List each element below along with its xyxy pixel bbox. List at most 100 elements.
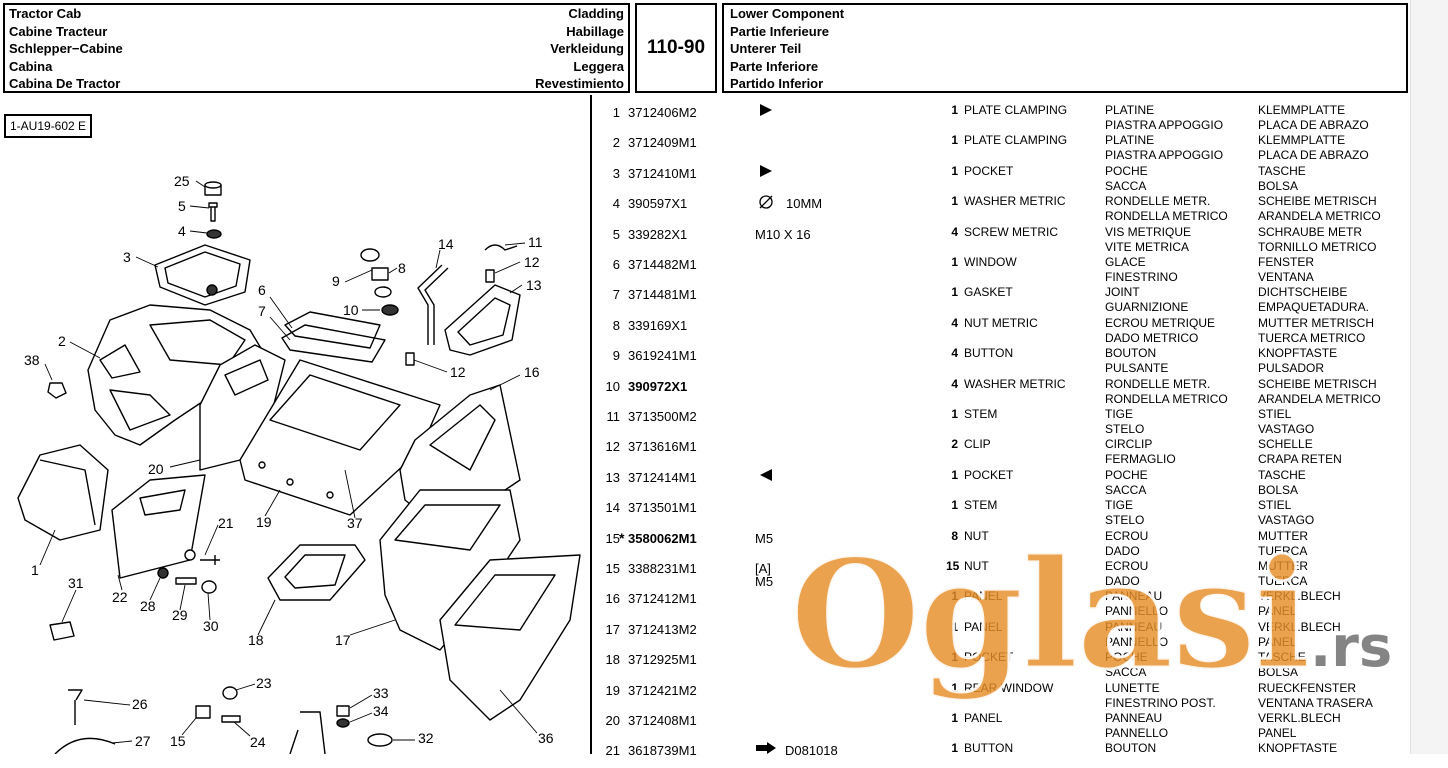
- callout-number: 30: [203, 618, 219, 634]
- diameter-icon: [758, 194, 774, 214]
- diagram-reference: 1-AU19-602 E: [4, 114, 93, 138]
- header-category: Revestimiento: [535, 76, 624, 92]
- callout-number: 38: [24, 352, 40, 368]
- description-en: GASKET: [964, 285, 1013, 300]
- part-number: 3712414M1: [628, 469, 697, 485]
- callout-number: 4: [178, 223, 186, 239]
- description-en: STEM: [964, 498, 998, 513]
- item-number: 21: [605, 743, 620, 759]
- description-es: PANEL: [1258, 726, 1297, 740]
- item-number: 5: [612, 226, 620, 242]
- description-fr: BOUTON: [1105, 346, 1157, 361]
- description-it: PANNELLO: [1105, 604, 1169, 619]
- description-es: TORNILLO METRICO: [1258, 239, 1377, 254]
- callout-number: 15: [170, 733, 186, 749]
- quantity: 1: [951, 255, 958, 269]
- description-de: VERKL.BLECH: [1258, 589, 1341, 604]
- part-number: 3712925M1: [628, 652, 697, 668]
- callout-number: 6: [258, 282, 266, 298]
- callout-number: 1: [31, 562, 39, 578]
- quantity: 8: [951, 528, 958, 543]
- callout-number: 13: [526, 277, 542, 293]
- callout-number: 14: [438, 236, 454, 252]
- callout-number: 37: [347, 515, 363, 531]
- item-number: 17: [605, 621, 620, 637]
- item-number: 19: [605, 682, 620, 698]
- description-fr: VIS METRIQUE: [1105, 224, 1192, 239]
- callout-number: 28: [140, 598, 156, 614]
- description-en: PLATE CLAMPING: [964, 133, 1068, 148]
- part-number: 390972X1: [628, 378, 688, 394]
- quantity: 1: [951, 619, 958, 634]
- description-it: RONDELLA METRICO: [1105, 209, 1228, 224]
- description-en: PANEL: [964, 619, 1003, 634]
- quantity: 1: [951, 711, 958, 725]
- description-es: VENTANA: [1258, 270, 1314, 284]
- item-number: 1: [612, 105, 620, 120]
- item-number: 12: [605, 439, 620, 455]
- description-it: SACCA: [1105, 665, 1147, 680]
- item-number: 7: [612, 287, 620, 303]
- description-fr: POCHE: [1105, 163, 1148, 178]
- callout-number: 17: [335, 632, 351, 648]
- item-number: 3: [612, 165, 620, 181]
- description-en: POCKET: [964, 163, 1014, 178]
- description-fr: POCHE: [1105, 650, 1148, 665]
- description-en: NUT: [964, 528, 989, 543]
- callout-number: 19: [256, 514, 272, 530]
- description-en: PANEL: [964, 589, 1003, 604]
- scrollbar[interactable]: [1410, 0, 1448, 754]
- item-number: 13: [605, 469, 620, 485]
- description-it: STELO: [1105, 513, 1145, 528]
- quantity: 4: [951, 346, 958, 361]
- header-component: Partie Inferieure: [730, 23, 829, 39]
- part-number: 3713616M1: [628, 439, 697, 455]
- part-number: 339282X1: [628, 226, 688, 242]
- description-de: MUTTER METRISCH: [1258, 315, 1374, 330]
- callout-number: 27: [135, 733, 151, 749]
- header-category: Leggera: [573, 58, 624, 74]
- part-number: 3713501M1: [628, 500, 697, 516]
- description-en: NUT: [964, 559, 989, 573]
- description-fr: ECROU: [1105, 559, 1149, 573]
- description-es: EMPAQUETADURA.: [1258, 300, 1369, 315]
- description-it: VITE METRICA: [1105, 239, 1190, 254]
- header-category: Verkleidung: [550, 41, 624, 57]
- arrow-right-icon: [758, 164, 774, 182]
- description-fr: LUNETTE: [1105, 680, 1160, 695]
- item-number: 15: [605, 561, 620, 576]
- item-number: 8: [612, 317, 620, 333]
- header-label: Cabina De Tractor: [9, 76, 121, 92]
- description-de: STIEL: [1258, 498, 1292, 513]
- callout-number: 20: [148, 461, 164, 477]
- description-fr: TIGE: [1105, 407, 1134, 421]
- callout-number: 5: [178, 198, 186, 214]
- description-it: PIASTRA APPOGGIO: [1105, 148, 1224, 163]
- part-note: [A]: [755, 561, 771, 576]
- description-it: SACCA: [1105, 178, 1147, 193]
- description-fr: PANNEAU: [1105, 711, 1163, 725]
- description-it: DADO: [1105, 543, 1140, 558]
- header-component: Partido Inferior: [730, 76, 824, 92]
- part-note: D081018: [785, 743, 838, 759]
- callout-number: 24: [250, 734, 266, 750]
- quantity: 1: [951, 194, 958, 209]
- quantity: 1: [951, 285, 958, 300]
- description-es: TUERCA METRICO: [1258, 330, 1366, 345]
- description-fr: GLACE: [1105, 255, 1146, 269]
- description-de: SCHRAUBE METR: [1258, 224, 1363, 239]
- description-de: KNOPFTASTE: [1258, 346, 1338, 361]
- description-fr: PANNEAU: [1105, 589, 1163, 604]
- description-en: POCKET: [964, 467, 1014, 482]
- quantity: 1: [951, 589, 958, 604]
- column-divider: [590, 95, 592, 754]
